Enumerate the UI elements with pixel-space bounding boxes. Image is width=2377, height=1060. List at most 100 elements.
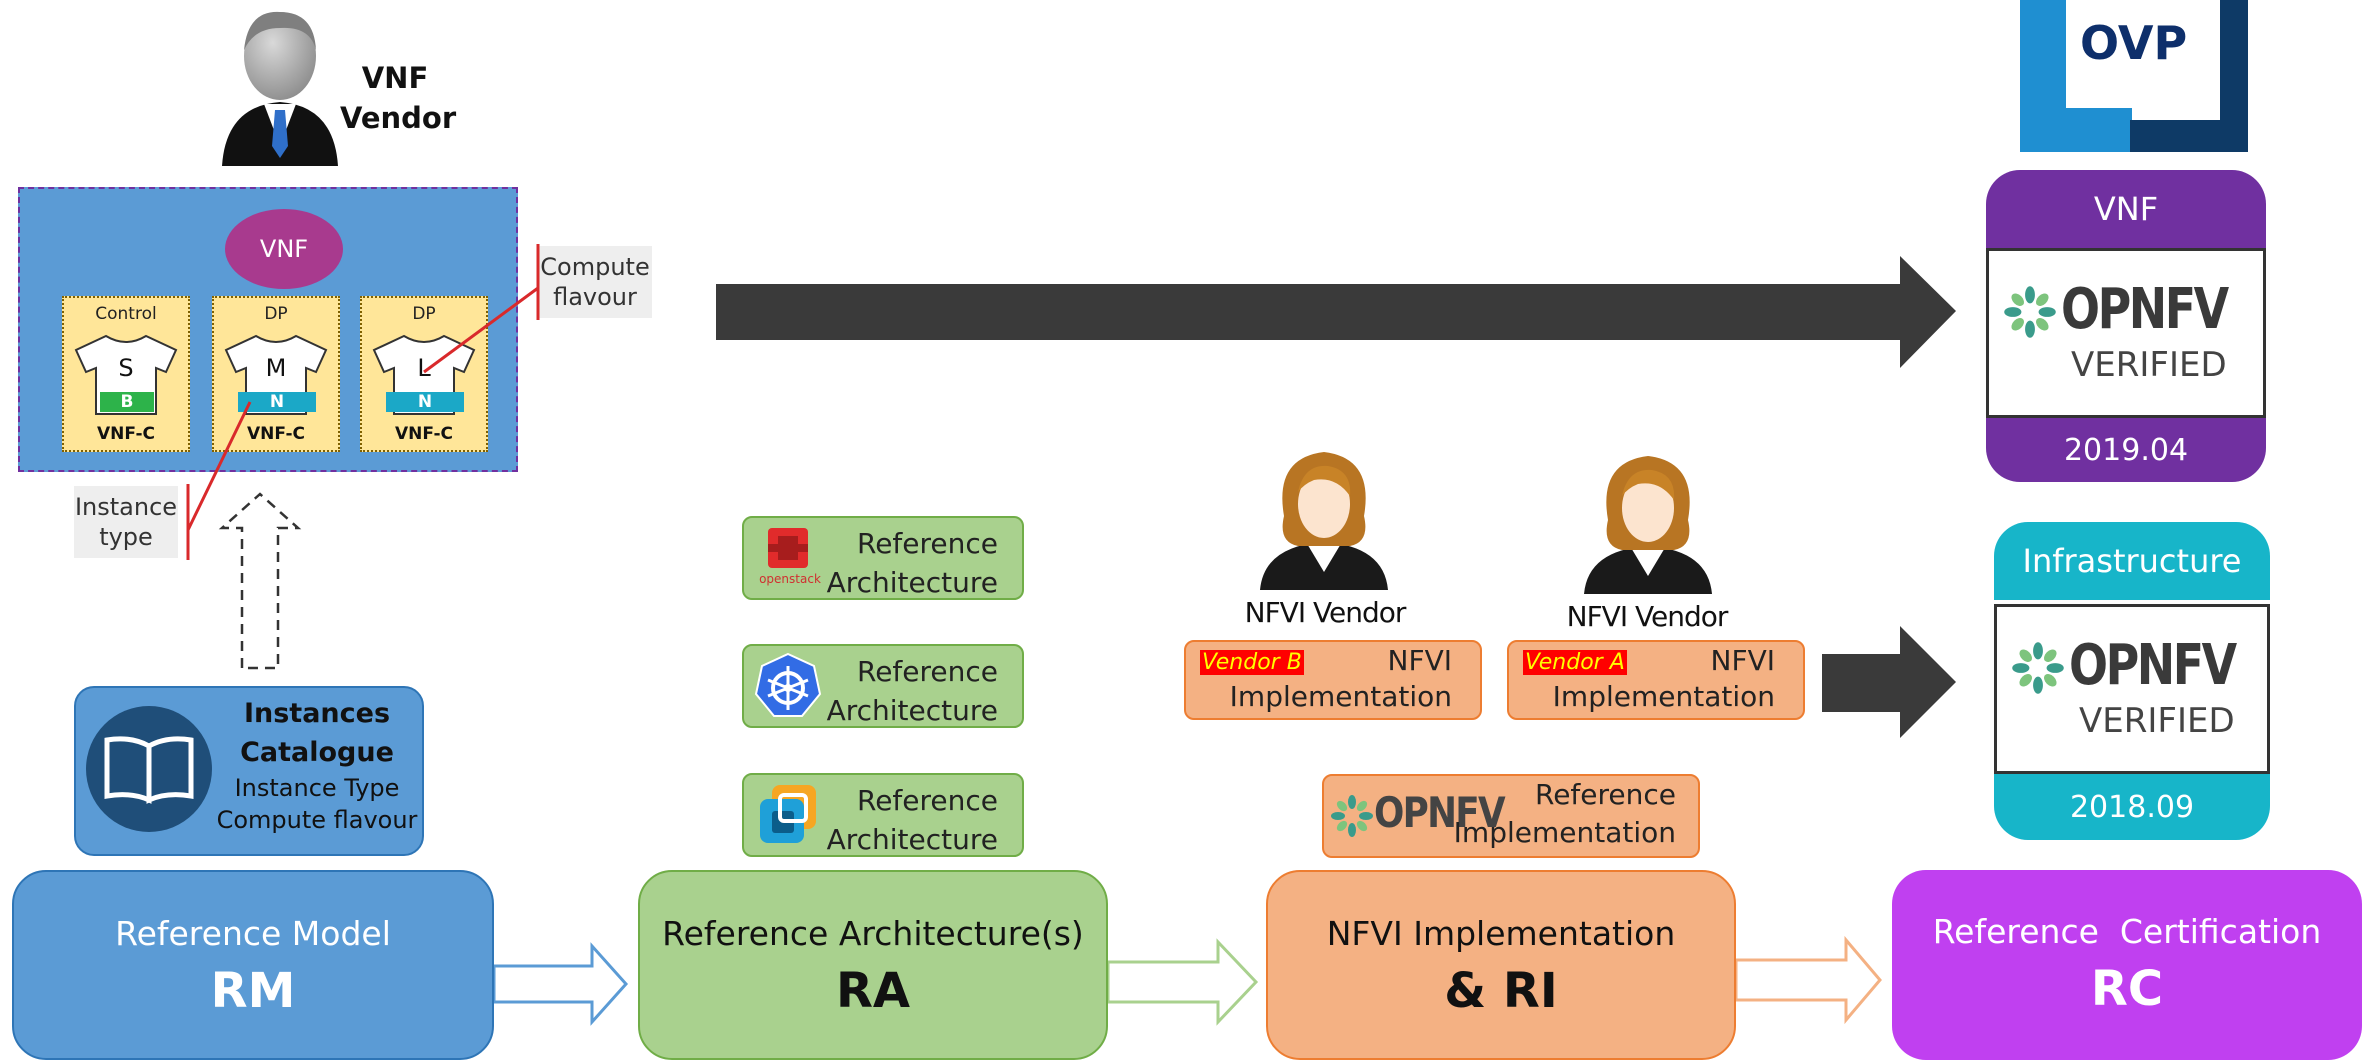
- vnf-to-cert-arrow: [716, 256, 1956, 368]
- dashed-up-arrow: [218, 492, 302, 670]
- vnf-vendor-label-line2: Vendor: [340, 101, 457, 135]
- opnfv-flower-icon: [2012, 642, 2064, 694]
- component-type-badge: N: [386, 392, 464, 412]
- stage-abbr: RA: [835, 963, 911, 1019]
- opnfv-logo-text: OPNFV: [1374, 788, 1506, 837]
- opnfv-reference-implementation: OPNFV Reference Implementation: [1322, 774, 1700, 858]
- ovp-logo: OVP: [2020, 0, 2248, 158]
- vmware-icon: [756, 781, 824, 849]
- kubernetes-icon: [754, 652, 822, 720]
- vnf-cert-logo: OPNFV: [2061, 277, 2229, 342]
- nfvi-vendor-b-avatar: [1254, 446, 1394, 590]
- nfvi-box-line2: Implementation: [1229, 680, 1452, 713]
- vnf-vendor-label-line1: VNF: [361, 61, 429, 95]
- vendor-b-tag: Vendor B: [1200, 650, 1304, 675]
- nfvi-box-line1: NFVI: [1387, 644, 1452, 677]
- vnf-cert-verified: VERIFIED: [2071, 345, 2227, 385]
- nfvi-box-line2: Implementation: [1552, 680, 1775, 713]
- component-type: N: [269, 392, 285, 412]
- catalogue-title1: Instances: [243, 698, 391, 729]
- ra-badge-line1: Reference: [857, 655, 998, 688]
- nfvi-to-rc-arrow: [1734, 935, 1882, 1025]
- vnf-cert-header: VNF: [1986, 170, 2266, 248]
- nfvi-vendor-a-caption: NFVI Vendor: [1566, 600, 1729, 633]
- infra-cert-logo: OPNFV: [2069, 633, 2237, 698]
- ra-badge-kubernetes: Reference Architecture: [742, 644, 1024, 728]
- nfvi-vendor-a-box: Vendor A NFVI Implementation: [1507, 640, 1805, 720]
- vnf-component-card: Control S B VNF-C: [62, 296, 190, 452]
- nfvi-to-cert-arrow: [1822, 626, 1956, 738]
- stage-abbr: RM: [210, 963, 296, 1019]
- stage-title: NFVI Implementation: [1326, 914, 1676, 953]
- stage-title: Reference Certification: [1932, 912, 2322, 951]
- compute-flavour-callout: Compute flavour: [538, 246, 652, 318]
- vendor-a-tag: Vendor A: [1523, 650, 1627, 675]
- openstack-icon-text: openstack: [759, 572, 821, 586]
- vnf-component-card: DP M N VNF-C: [212, 296, 340, 452]
- instance-type-leader: [186, 401, 252, 531]
- vnf-vendor-avatar: [218, 6, 342, 166]
- component-role: Control: [95, 304, 157, 324]
- vnf-component-card: DP L N VNF-C: [360, 296, 488, 452]
- nfvi-vendor-a-avatar: [1578, 450, 1718, 594]
- rm-to-ra-arrow: [492, 942, 629, 1026]
- ra-badge-vmware: Reference Architecture: [742, 773, 1024, 857]
- ra-badge-openstack: openstack Reference Architecture: [742, 516, 1024, 600]
- opnfv-ref-line1: Reference: [1535, 778, 1676, 811]
- catalogue-title2: Catalogue: [240, 737, 394, 768]
- ra-badge-label: Reference Architecture: [827, 524, 998, 602]
- component-size: M: [265, 354, 287, 382]
- catalogue-line2: Compute flavour: [216, 806, 418, 834]
- infra-cert-footer-text: 2018.09: [2069, 789, 2195, 825]
- openstack-icon: openstack: [758, 526, 821, 592]
- compute-flavour-leader: [423, 286, 539, 374]
- stage-abbr: & RI: [1444, 963, 1558, 1019]
- stage-reference-certification: Reference Certification RC: [1892, 870, 2362, 1060]
- component-type-badge: B: [100, 392, 154, 412]
- ra-badge-line1: Reference: [857, 527, 998, 560]
- ra-badge-line2: Architecture: [826, 823, 998, 856]
- vnf-cert-body: OPNFV VERIFIED: [1986, 248, 2266, 418]
- component-footer: VNF-C: [394, 424, 453, 444]
- catalogue-line1: Instance Type: [234, 774, 400, 802]
- component-size: L: [417, 354, 431, 382]
- component-footer: VNF-C: [96, 424, 155, 444]
- infra-cert-header-text: Infrastructure: [2022, 542, 2242, 580]
- instance-type-line1: Instance: [74, 493, 178, 521]
- vnf-ellipse: VNF: [225, 209, 343, 289]
- infra-cert-body: OPNFV VERIFIED: [1994, 604, 2270, 774]
- stage-reference-model: Reference Model RM: [12, 870, 494, 1060]
- component-type-badge: N: [238, 392, 316, 412]
- infra-cert-header: Infrastructure: [1994, 522, 2270, 600]
- vnf-ellipse-label: VNF: [259, 235, 309, 263]
- opnfv-flower-icon: [2004, 286, 2056, 338]
- component-type: B: [120, 392, 134, 412]
- component-size: S: [118, 354, 134, 382]
- stage-reference-architecture: Reference Architecture(s) RA: [638, 870, 1108, 1060]
- stage-title: Reference Model: [115, 914, 391, 953]
- ra-badge-line2: Architecture: [826, 566, 998, 599]
- vnf-cert-footer-text: 2019.04: [2063, 432, 2189, 468]
- opnfv-flower-icon: [1331, 795, 1373, 837]
- book-icon: [86, 706, 212, 832]
- instance-type-callout: Instance type: [74, 486, 178, 558]
- ra-badge-line1: Reference: [857, 784, 998, 817]
- component-footer: VNF-C: [246, 424, 305, 444]
- vnf-cert-header-text: VNF: [2093, 190, 2159, 228]
- ra-badge-line2: Architecture: [826, 694, 998, 727]
- stage-title: Reference Architecture(s): [662, 914, 1084, 953]
- vnf-cert-footer: 2019.04: [1986, 418, 2266, 482]
- ra-to-nfvi-arrow: [1106, 938, 1259, 1026]
- infra-cert-footer: 2018.09: [1994, 774, 2270, 840]
- stage-abbr: RC: [2090, 961, 2164, 1017]
- vnf-vendor-label: VNF Vendor: [340, 58, 457, 138]
- stage-nfvi-implementation: NFVI Implementation & RI: [1266, 870, 1736, 1060]
- opnfv-ref-line2: Implementation: [1453, 816, 1676, 849]
- component-type: N: [417, 392, 433, 412]
- nfvi-vendor-b-box: Vendor B NFVI Implementation: [1184, 640, 1482, 720]
- ra-badge-label: Reference Architecture: [827, 781, 998, 859]
- nfvi-box-line1: NFVI: [1710, 644, 1775, 677]
- compute-flavour-line1: Compute: [540, 253, 650, 281]
- infra-cert-verified: VERIFIED: [2079, 701, 2235, 741]
